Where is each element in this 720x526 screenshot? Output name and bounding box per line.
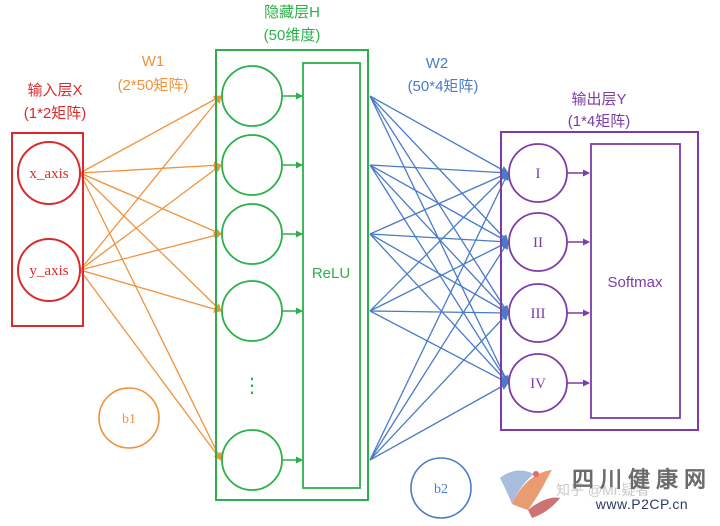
watermark-logo-icon	[500, 470, 560, 518]
w2-title: W2	[426, 55, 449, 72]
w1-edge	[79, 161, 222, 174]
w1-edge	[79, 95, 222, 174]
hidden-node	[221, 134, 283, 196]
watermark-url: www.P2CP.cn	[595, 496, 689, 512]
hidden-nodes	[221, 65, 303, 491]
w2-edge	[369, 164, 509, 177]
input-node-x-axis	[17, 141, 81, 205]
hidden-node	[221, 429, 283, 491]
w2-edge	[369, 172, 509, 235]
w2-edge	[369, 382, 509, 461]
input-layer: 输入层X (1*2矩阵) x_axis y_axis	[11, 82, 87, 327]
hidden-node	[221, 65, 283, 127]
w2-edge	[369, 233, 509, 384]
w1-title: W1	[142, 53, 165, 70]
w1-edge	[79, 172, 222, 312]
w1-edge	[79, 231, 222, 271]
hidden-layer: 隐藏层H (50维度) ReLU ⋮	[215, 4, 369, 501]
input-layer-title: 输入层X	[27, 82, 82, 99]
w2-edge	[369, 308, 509, 317]
bias-b1-label: b1	[122, 412, 136, 427]
w1-connections	[79, 95, 222, 461]
w2-edge	[369, 172, 509, 312]
hidden-node	[221, 280, 283, 342]
w2-edge	[369, 164, 509, 314]
softmax-box	[590, 143, 681, 419]
watermark: 四川健康网 www.P2CP.cn	[572, 462, 712, 512]
w1-subtitle: (2*50矩阵)	[118, 77, 189, 94]
hidden-layer-subtitle: (50维度)	[264, 27, 321, 44]
w2-edge	[369, 233, 509, 246]
relu-label: ReLU	[312, 265, 350, 282]
w2-edge	[369, 241, 509, 461]
w2-edge	[369, 95, 509, 314]
w2-edge	[369, 172, 509, 461]
input-node-x-label: x_axis	[29, 166, 68, 182]
w1-edge	[79, 172, 222, 461]
w2-edge	[369, 312, 509, 461]
output-node-label: III	[531, 306, 546, 322]
hidden-layer-title: 隐藏层H	[264, 4, 320, 21]
w2-subtitle: (50*4矩阵)	[408, 78, 479, 95]
w1-edge	[79, 172, 222, 235]
input-node-y-axis	[17, 238, 81, 302]
bias-b1	[98, 387, 160, 449]
watermark-title: 四川健康网	[572, 467, 713, 492]
output-layer-title: 输出层Y	[571, 91, 626, 108]
w1-edge	[79, 164, 222, 271]
hidden-ellipsis: ⋮	[242, 375, 262, 397]
input-layer-box	[11, 132, 84, 327]
output-layer-subtitle: (1*4矩阵)	[568, 113, 631, 130]
hidden-layer-box	[215, 49, 369, 501]
relu-box	[302, 62, 361, 489]
input-layer-subtitle: (1*2矩阵)	[24, 105, 87, 122]
watermark-faint-text: 知乎 @Mr.疑者	[556, 482, 650, 498]
softmax-label: Softmax	[607, 274, 663, 291]
w1-edge	[79, 269, 222, 313]
w2-edge	[369, 310, 509, 384]
output-layer-box	[500, 131, 699, 431]
w1-edge	[79, 269, 222, 461]
output-node-label: I	[536, 166, 541, 182]
w2-edge	[369, 95, 509, 174]
w2-edge	[369, 241, 509, 312]
hidden-node	[221, 203, 283, 265]
input-node-y-label: y_axis	[29, 263, 68, 279]
w2-edge	[369, 233, 509, 314]
output-node-label: II	[533, 235, 543, 251]
w1-edge	[79, 95, 222, 271]
w2-connections	[369, 95, 509, 461]
output-node-label: IV	[530, 376, 546, 392]
bias-b2	[410, 457, 472, 519]
bias-b2-label: b2	[434, 482, 448, 497]
